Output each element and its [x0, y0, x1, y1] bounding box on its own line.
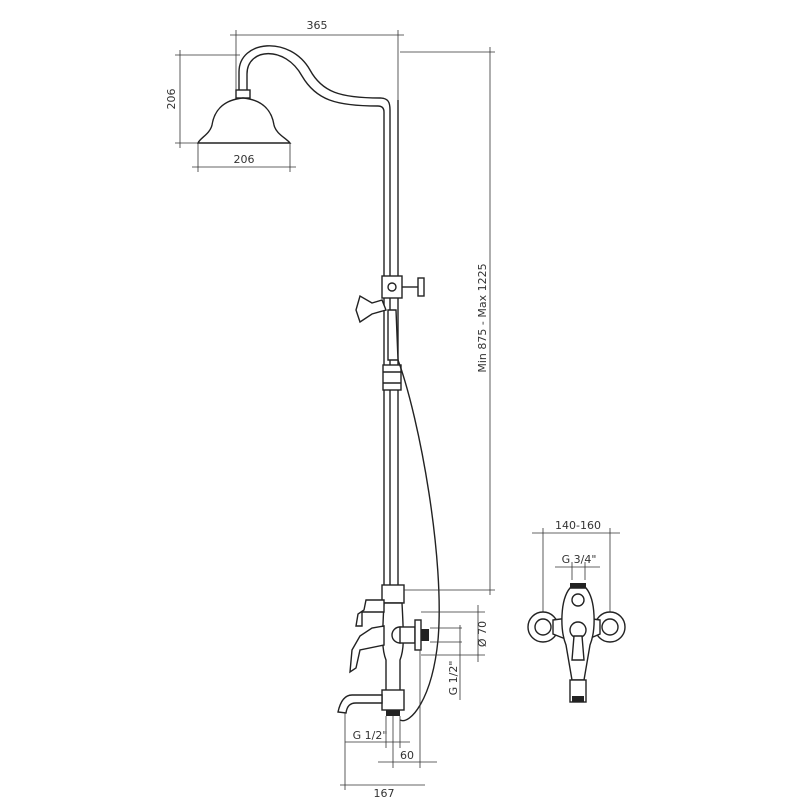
dimension-lines — [175, 30, 495, 790]
inlet-thread-label: G 1/2" — [447, 661, 460, 696]
front-view — [527, 528, 626, 703]
outlet-thread-label: G 1/2" — [353, 729, 388, 742]
side-view — [196, 45, 440, 722]
column-height-label: Min 875 - Max 1225 — [476, 263, 489, 372]
bath-mixer — [337, 584, 429, 716]
head-diameter-label: 206 — [234, 153, 255, 166]
height-adjust-coupling — [382, 364, 402, 391]
top-thread-label: G 3/4" — [562, 553, 597, 566]
handshower-slider — [355, 275, 425, 361]
dimension-labels: 365 206 206 Min 875 - Max 1225 Ø 70 G 1/… — [165, 19, 601, 800]
shower-hose — [397, 359, 440, 722]
centers-distance-label: 140-160 — [555, 519, 601, 532]
spout-reach-label: 167 — [374, 787, 395, 800]
head-height-label: 206 — [165, 89, 178, 110]
shower-arm — [238, 45, 391, 590]
spout-offset-label: 60 — [400, 749, 414, 762]
shower-head — [196, 89, 292, 144]
rosette-diameter-label: Ø 70 — [476, 621, 489, 647]
arm-reach-label: 365 — [307, 19, 328, 32]
